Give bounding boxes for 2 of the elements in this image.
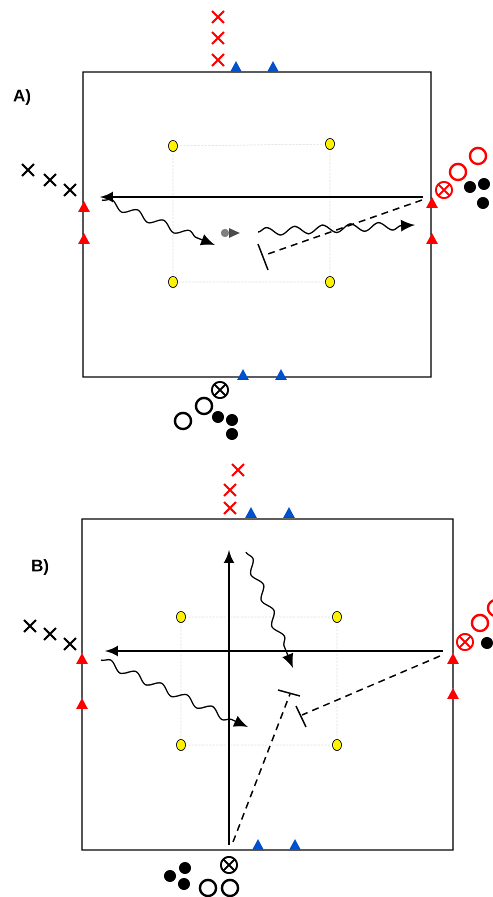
panel-label: A) — [13, 89, 30, 105]
panel-label: B) — [32, 559, 48, 575]
